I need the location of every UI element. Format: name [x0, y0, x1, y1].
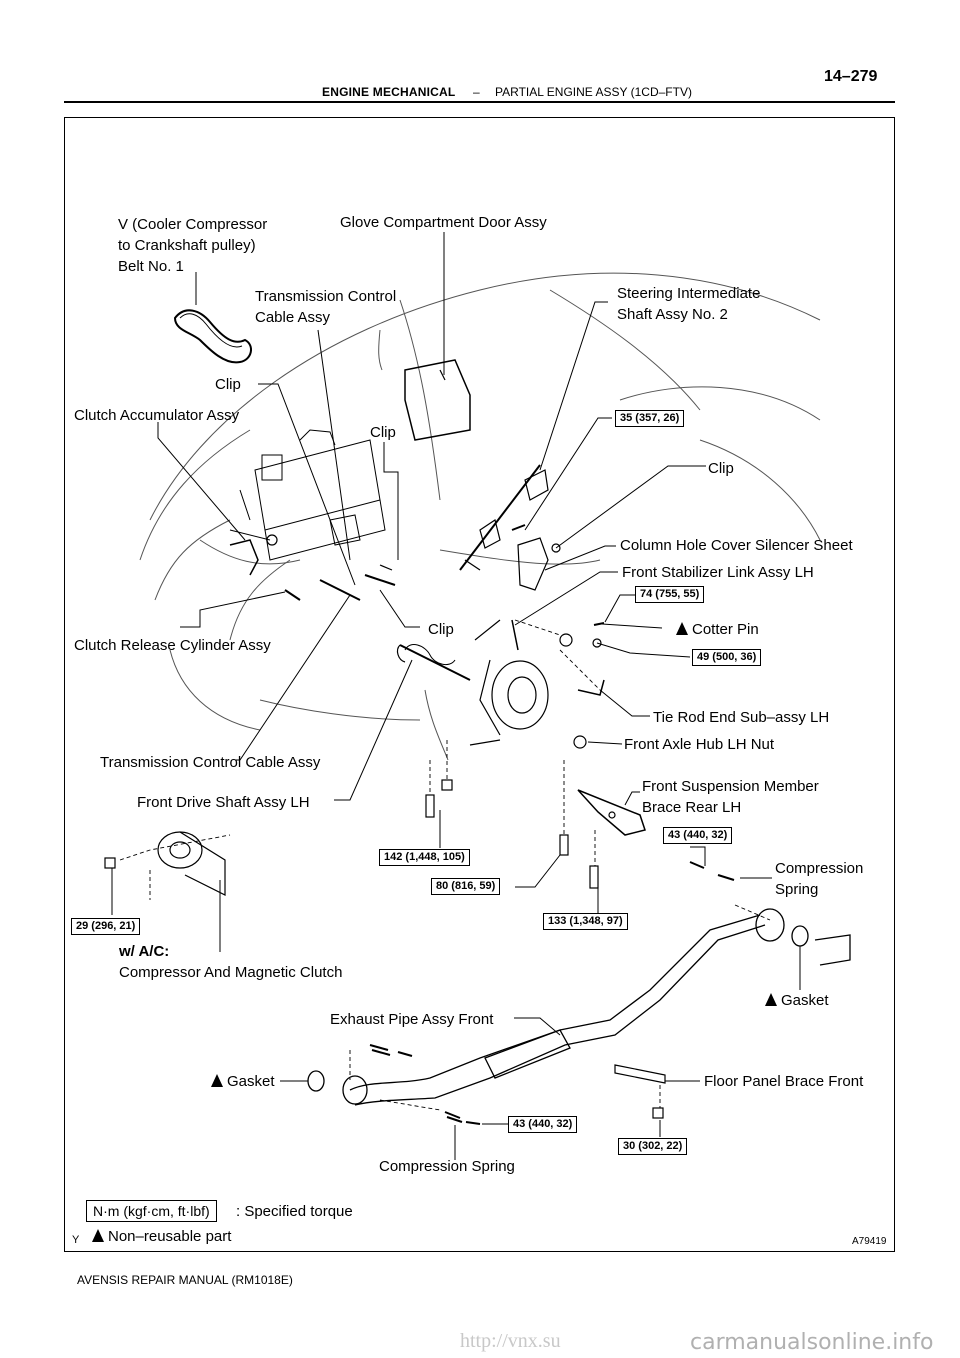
torque-29: 29 (296, 21): [71, 918, 141, 935]
torque-74: 74 (755, 55): [635, 586, 705, 603]
label-compressor: Compressor And Magnetic Clutch: [119, 964, 343, 981]
floor-brace-shape: [614, 1064, 666, 1084]
label-clip-4: Clip: [428, 621, 454, 638]
torque-30: 30 (302, 22): [618, 1138, 688, 1155]
label-clip-3: Clip: [708, 460, 734, 477]
label-exhaust-pipe: Exhaust Pipe Assy Front: [330, 1011, 494, 1028]
label-v-belt-3: Belt No. 1: [118, 258, 184, 275]
subsection-title: PARTIAL ENGINE ASSY (1CD–FTV): [495, 85, 692, 99]
label-drive-shaft: Front Drive Shaft Assy LH: [137, 794, 310, 811]
leader-lines: [111, 232, 801, 1160]
cotter-pin-text: Cotter Pin: [692, 621, 759, 638]
legend-non-reusable: Non–reusable part: [92, 1226, 231, 1247]
section-separator: –: [473, 85, 480, 99]
torque-49: 49 (500, 36): [692, 649, 762, 666]
torque-43-upper: 43 (440, 32): [663, 827, 733, 844]
gasket-right-text: Gasket: [781, 992, 829, 1009]
label-axle-nut: Front Axle Hub LH Nut: [624, 736, 775, 753]
figure-id: A79419: [852, 1236, 887, 1247]
label-v-belt-2: to Crankshaft pulley): [118, 237, 256, 254]
torque-80: 80 (816, 59): [431, 878, 501, 895]
label-gasket-left: Gasket: [211, 1071, 275, 1092]
figure-frame: [64, 117, 895, 1252]
label-clutch-accumulator: Clutch Accumulator Assy: [74, 407, 240, 424]
gasket-left-text: Gasket: [227, 1073, 275, 1090]
label-comp-spring-upper-2: Spring: [775, 881, 819, 898]
glove-box-shape: [404, 359, 471, 441]
label-w-ac: w/ A/C:: [119, 943, 170, 960]
torque-43-lower: 43 (440, 32): [508, 1116, 578, 1133]
torque-35: 35 (357, 26): [615, 410, 685, 427]
label-floor-brace: Floor Panel Brace Front: [704, 1073, 864, 1090]
label-gasket-right: Gasket: [765, 990, 829, 1011]
v-belt-shape: [173, 309, 252, 364]
footer-text: AVENSIS REPAIR MANUAL (RM1018E): [77, 1273, 293, 1287]
steering-shaft-sketch: [459, 464, 549, 571]
vehicle-body-outline: [139, 272, 821, 761]
section-title: ENGINE MECHANICAL: [322, 85, 456, 99]
label-column-hole: Column Hole Cover Silencer Sheet: [620, 537, 853, 554]
legend-specified-torque: : Specified torque: [236, 1203, 353, 1220]
exhaust-pipe-sketch: [307, 908, 851, 1106]
label-cotter-pin: Cotter Pin: [676, 619, 759, 640]
compressor-sketch: [157, 831, 226, 896]
non-reusable-icon: [211, 1074, 223, 1087]
watermark-left: http://vnx.su: [460, 1330, 561, 1352]
label-trans-cable-lower: Transmission Control Cable Assy: [100, 754, 321, 771]
label-susp-brace: Front Suspension Member: [642, 778, 819, 795]
label-comp-spring-lower: Compression Spring: [379, 1158, 515, 1175]
legend-corner-mark: Y: [72, 1234, 80, 1246]
label-stabilizer-link: Front Stabilizer Link Assy LH: [622, 564, 814, 581]
label-steering-shaft: Steering Intermediate: [617, 285, 761, 302]
label-clip-2: Clip: [370, 424, 396, 441]
label-trans-cable-upper-2: Cable Assy: [255, 309, 331, 326]
front-hub-sketch: [469, 619, 549, 746]
label-clip-1: Clip: [215, 376, 241, 393]
label-glove-box: Glove Compartment Door Assy: [340, 214, 547, 231]
page-number: 14–279: [824, 68, 878, 85]
label-tie-rod: Tie Rod End Sub–assy LH: [653, 709, 830, 726]
header-rule: [64, 101, 895, 103]
non-reusable-text: Non–reusable part: [108, 1228, 232, 1245]
drive-shaft-sketch: [396, 644, 471, 681]
label-steering-shaft-2: Shaft Assy No. 2: [617, 306, 728, 323]
non-reusable-icon: [676, 622, 688, 635]
non-reusable-icon: [765, 993, 777, 1006]
brace-rear-shape: [577, 789, 646, 836]
legend-unit-box: N·m (kgf·cm, ft·lbf): [86, 1200, 217, 1222]
engine-sketch: [229, 429, 386, 561]
torque-133: 133 (1,348, 97): [543, 913, 628, 930]
label-trans-cable-upper: Transmission Control: [255, 288, 397, 305]
silencer-sheet: [517, 537, 549, 591]
non-reusable-icon: [92, 1229, 104, 1242]
label-susp-brace-2: Brace Rear LH: [642, 799, 742, 816]
bolts: [104, 779, 735, 1125]
torque-142: 142 (1,448, 105): [379, 849, 470, 866]
label-v-belt: V (Cooler Compressor: [118, 216, 268, 233]
label-clutch-release: Clutch Release Cylinder Assy: [74, 637, 271, 654]
watermark-right: carmanualsonline.info: [690, 1330, 934, 1355]
label-comp-spring-upper: Compression: [775, 860, 864, 877]
